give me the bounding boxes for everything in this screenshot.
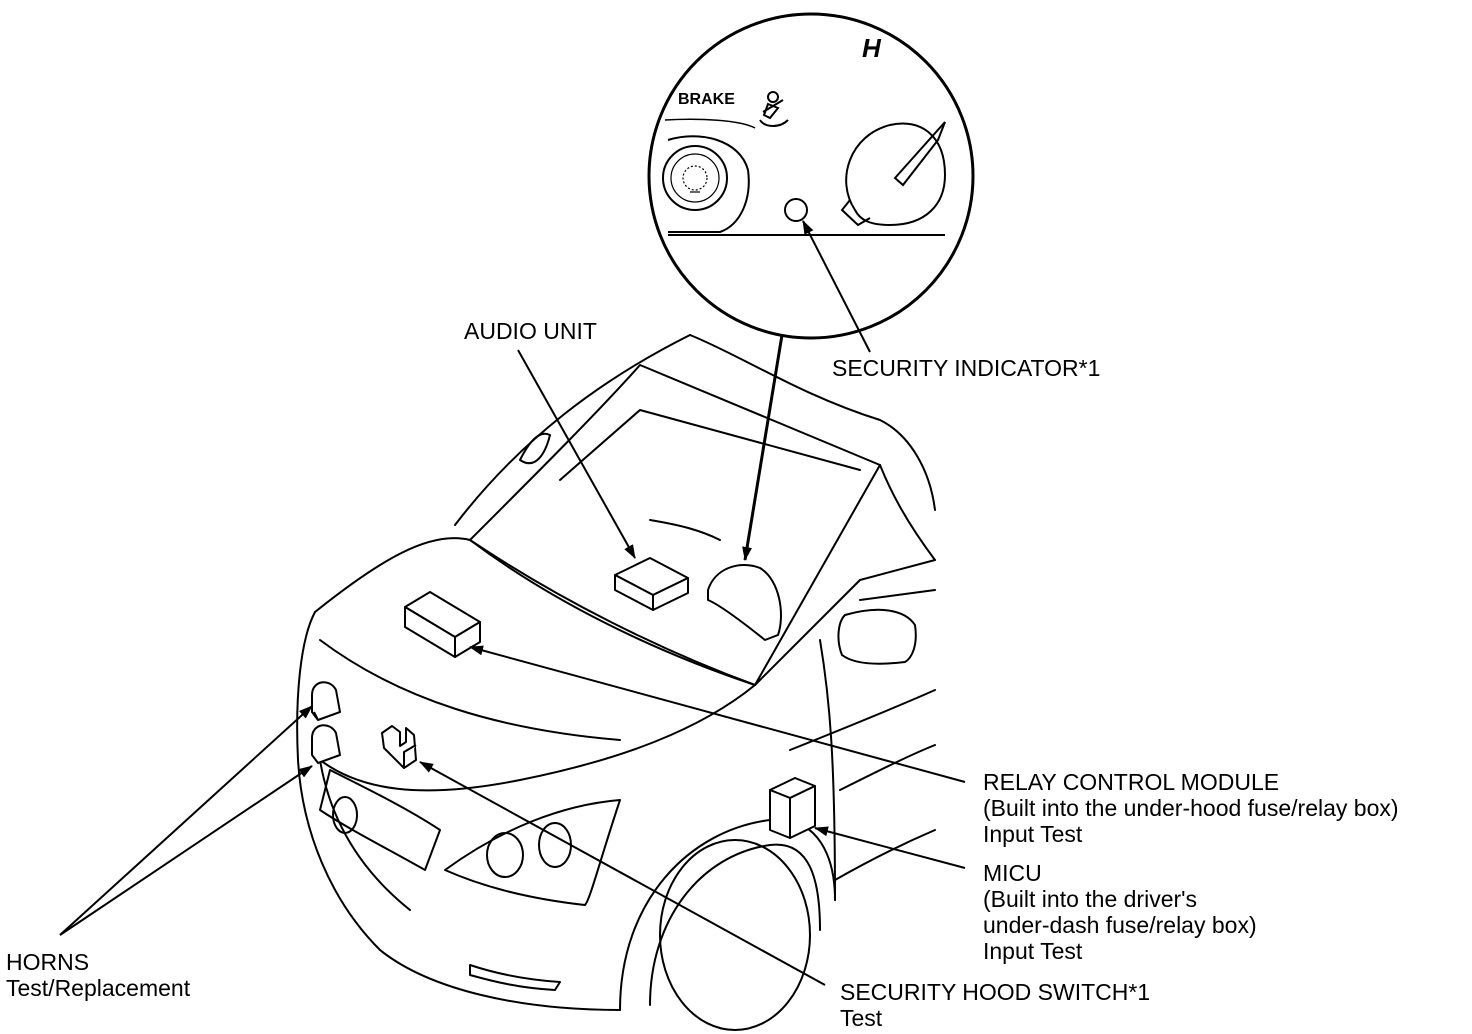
micu-action: Input Test [983,938,1083,964]
micu-leader [814,826,966,869]
micu-title: MICU [983,860,1042,886]
micu-note-line1: (Built into the driver's [983,886,1198,912]
audio-unit-label: AUDIO UNIT [464,318,597,344]
horns-action: Test/Replacement [6,975,191,1001]
relay-control-module-title: RELAY CONTROL MODULE [983,769,1280,795]
horn-lower [311,724,341,764]
relay-control-module-box [404,591,481,658]
horns-leader-lower [59,765,313,936]
security-hood-switch-label: SECURITY HOOD SWITCH*1 Test [840,979,1150,1031]
horns-leader-upper [59,705,313,936]
horns-label: HORNS Test/Replacement [6,949,190,1001]
security-hood-switch-title: SECURITY HOOD SWITCH*1 [840,979,1151,1005]
security-indicator-title: SECURITY INDICATOR*1 [832,355,1101,381]
seatbelt-reminder-icon [759,91,789,127]
audio-unit-box [614,557,689,611]
security-hood-switch-action: Test [840,1005,883,1031]
security-indicator-leader [802,220,871,353]
left-gauge-icon [662,135,750,233]
horns-title: HORNS [6,949,90,975]
audio-unit-title: AUDIO UNIT [464,318,597,344]
leader-lines [59,220,966,986]
relay-control-module-label: RELAY CONTROL MODULE (Built into the und… [983,769,1399,847]
security-hood-switch-box [381,725,417,769]
right-gauge-icon [840,121,947,227]
security-hood-switch-leader [419,761,826,986]
audio-unit-leader [517,349,636,559]
relay-control-module-note: (Built into the under-hood fuse/relay bo… [983,795,1399,821]
vehicle-outline [296,334,936,1031]
gauge-cluster-hood [707,564,782,641]
relay-control-module-leader [469,645,966,783]
micu-label: MICU (Built into the driver's under-dash… [983,860,1257,964]
micu-note-line2: under-dash fuse/relay box) [983,912,1257,938]
security-indicator-lamp [784,198,808,222]
micu-box [769,777,816,839]
security-indicator-label: SECURITY INDICATOR*1 [832,355,1100,381]
relay-control-module-action: Input Test [983,821,1083,847]
h-label: H [862,33,882,63]
detail-to-dashboard-leader [742,334,784,561]
brake-label: BRAKE [678,91,735,108]
dashboard-detail-view: BRAKE H [647,12,975,340]
horn-upper [311,681,341,721]
